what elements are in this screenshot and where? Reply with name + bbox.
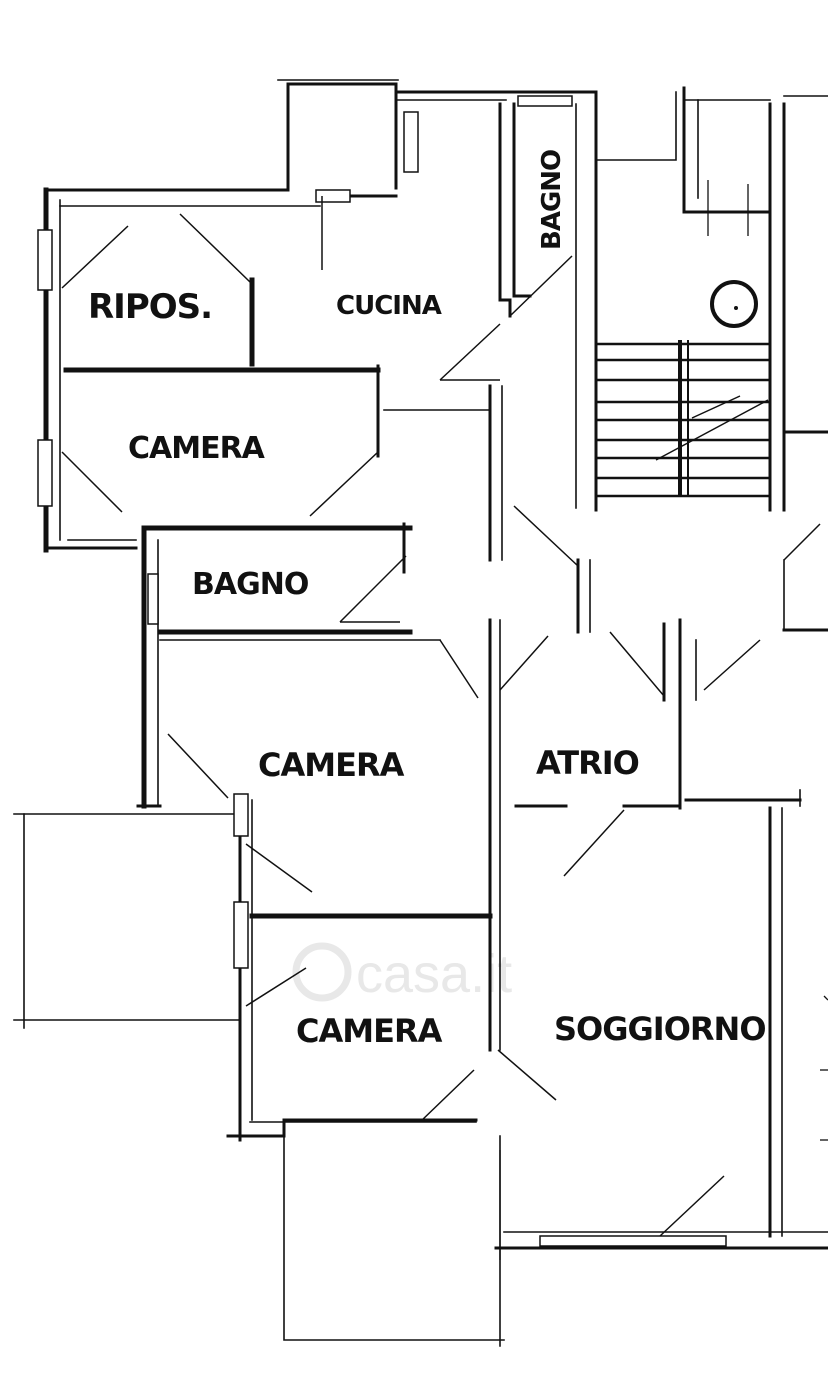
- window-cucina: [403, 111, 419, 173]
- room-label-camera-2: CAMERA: [258, 746, 405, 784]
- dimension-ticks: [499, 180, 828, 1260]
- room-label-camera-1: CAMERA: [128, 431, 266, 466]
- lift-mark: [710, 280, 758, 328]
- staircase: [596, 340, 770, 498]
- window-camera-2: [233, 793, 249, 837]
- room-label-ripos: RIPOS.: [88, 287, 212, 327]
- watermark-logo-icon: [292, 942, 352, 1002]
- window-cucina-top: [315, 189, 351, 203]
- outer-walls: [13, 79, 828, 1347]
- watermark-text: casa.it: [356, 944, 512, 1004]
- room-label-camera-3: CAMERA: [296, 1012, 443, 1050]
- door-swings: [61, 196, 821, 1237]
- room-label-soggiorno: SOGGIORNO: [554, 1010, 766, 1048]
- window-ripos: [37, 229, 53, 291]
- window-camera-3: [233, 901, 249, 969]
- window-bagno-top: [517, 95, 573, 107]
- interior-walls: [63, 86, 828, 1052]
- room-label-bagno-mid: BAGNO: [192, 567, 308, 602]
- room-labels: RIPOS. CUCINA BAGNO CAMERA BAGNO CAMERA …: [88, 150, 767, 1050]
- room-label-atrio: ATRIO: [536, 744, 639, 782]
- room-label-cucina: CUCINA: [336, 291, 442, 321]
- window-soggiorno: [539, 1235, 727, 1247]
- window-bagno-mid: [147, 573, 159, 625]
- watermark: casa.it: [292, 942, 512, 1004]
- window-camera-1: [37, 439, 53, 507]
- windows: [37, 95, 727, 1247]
- room-label-bagno-top: BAGNO: [537, 150, 567, 250]
